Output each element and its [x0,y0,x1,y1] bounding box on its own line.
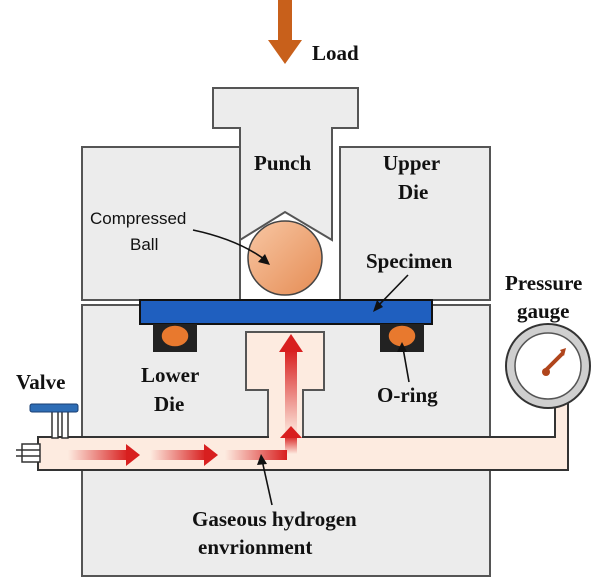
flow-arrow-up-small-icon [280,426,302,454]
o-ring-label: O-ring [377,383,438,407]
compressed-ball-label-line1: Compressed [90,209,186,228]
specimen [139,299,433,325]
specimen-leader-head [373,300,383,312]
compressed-ball-leader-head [258,254,270,265]
load-arrow-icon [268,0,302,64]
specimen-label: Specimen [366,249,453,273]
o-ring-left [160,324,190,348]
lower-die-label-line2: Die [154,392,184,416]
pressure-gauge-icon [505,323,591,409]
punch-label: Punch [254,151,312,175]
flow-arrow-right-3-icon [225,450,287,460]
specimen-leader [375,274,409,309]
upper-die-left [81,146,241,301]
flow-arrow-up-icon [279,334,303,436]
gas-label-line1: Gaseous hydrogen [192,507,357,531]
o-ring-leader-head [397,342,407,352]
compressed-ball-label-line2: Ball [130,235,158,254]
gas-label-line2: envrionment [198,535,312,559]
upper-die-label-line1: Upper [383,151,440,175]
pressure-gauge-label-line1: Pressure [505,271,582,295]
valve-label: Valve [16,370,65,394]
upper-die-right [339,146,491,301]
pressure-gauge-label-line2: gauge [517,299,570,323]
flow-arrow-right-1-icon [68,444,140,466]
load-label: Load [312,41,359,65]
gas-leader [261,459,273,506]
o-ring-leader [402,347,410,383]
punch [212,87,359,242]
gas-leader-head [257,454,267,465]
compressed-ball [247,220,323,296]
flow-arrow-right-2-icon [150,444,218,466]
upper-die-label-line2: Die [398,180,428,204]
lower-die-label-line1: Lower [141,363,199,387]
valve-icon [16,403,79,463]
